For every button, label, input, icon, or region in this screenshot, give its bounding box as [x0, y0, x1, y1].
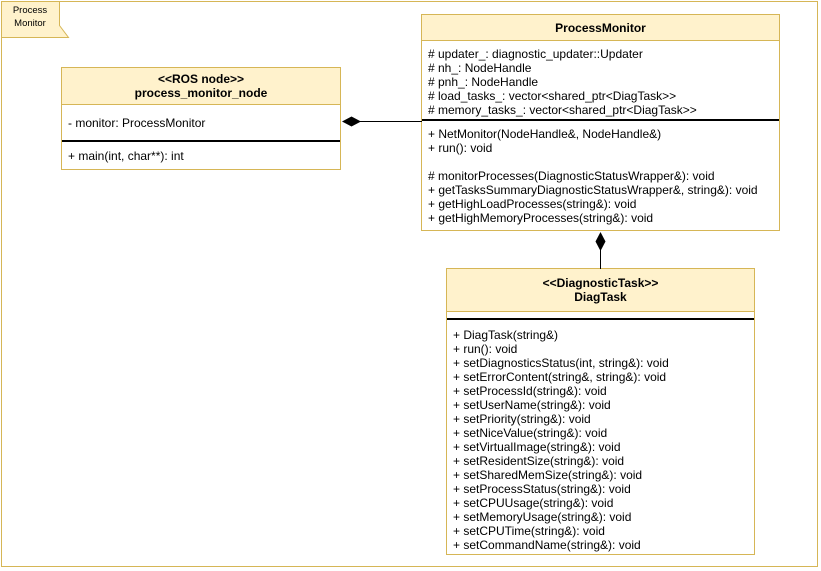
- class-attributes-section-empty: [447, 312, 754, 320]
- uml-attribute: - monitor: ProcessMonitor: [68, 115, 206, 130]
- uml-method: + run(): void: [428, 141, 493, 155]
- uml-method: + setErrorContent(string&, string&): voi…: [453, 370, 667, 384]
- uml-method: + setCPUUsage(string&): void: [453, 496, 614, 510]
- class-attributes-section: - monitor: ProcessMonitor: [62, 105, 340, 142]
- uml-method: + setProcessStatus(string&): void: [453, 482, 631, 496]
- frame-label-tab[interactable]: Process Monitor: [1, 1, 71, 39]
- class-stereotype: <<ROS node>>: [157, 72, 245, 86]
- composition-connector-node-to-processmonitor[interactable]: [341, 112, 422, 132]
- class-stereotype: <<DiagnosticTask>>: [542, 276, 659, 290]
- uml-method: + setResidentSize(string&): void: [453, 454, 625, 468]
- uml-method: + setVirtualImage(string&): void: [453, 440, 621, 454]
- class-header: ProcessMonitor: [422, 15, 779, 41]
- uml-attribute: # load_tasks_: vector<shared_ptr<DiagTas…: [428, 89, 677, 103]
- class-name: DiagTask: [574, 290, 627, 304]
- uml-method: + setNiceValue(string&): void: [453, 426, 608, 440]
- composition-connector-processmonitor-to-diagtask[interactable]: [590, 231, 611, 269]
- class-process-monitor[interactable]: ProcessMonitor # updater_: diagnostic_up…: [421, 14, 780, 231]
- frame-tab-shape: [1, 1, 70, 38]
- class-process-monitor-node[interactable]: <<ROS node>> process_monitor_node - moni…: [61, 67, 341, 170]
- uml-attribute: # nh_: NodeHandle: [428, 61, 532, 75]
- uml-method: + setProcessId(string&): void: [453, 384, 607, 398]
- uml-method: + main(int, char**): int: [68, 148, 184, 163]
- uml-method: # monitorProcesses(DiagnosticStatusWrapp…: [428, 169, 715, 183]
- uml-attribute: # memory_tasks_: vector<shared_ptr<DiagT…: [428, 103, 697, 117]
- uml-method: + setCPUTime(string&): void: [453, 524, 605, 538]
- uml-attribute: # pnh_: NodeHandle: [428, 75, 539, 89]
- uml-method: + setDiagnosticsStatus(int, string&): vo…: [453, 356, 669, 370]
- class-header: <<DiagnosticTask>> DiagTask: [447, 269, 754, 312]
- class-attributes-section: # updater_: diagnostic_updater::Updater …: [422, 41, 779, 121]
- uml-method: + setUserName(string&): void: [453, 398, 611, 412]
- composition-diamond: [342, 116, 361, 127]
- method-group-spacer: [422, 155, 779, 169]
- composition-diamond: [595, 232, 606, 251]
- uml-method: + setCommandName(string&): void: [453, 538, 641, 552]
- uml-attribute: # updater_: diagnostic_updater::Updater: [428, 47, 643, 61]
- uml-method: + run(): void: [453, 342, 518, 356]
- uml-method: + getHighMemoryProcesses(string&): void: [428, 211, 654, 225]
- class-name: ProcessMonitor: [555, 20, 646, 35]
- uml-method: + setPriority(string&): void: [453, 412, 591, 426]
- uml-method: + NetMonitor(NodeHandle&, NodeHandle&): [428, 127, 662, 141]
- class-methods-section: + main(int, char**): int: [62, 142, 340, 169]
- class-methods-section: + NetMonitor(NodeHandle&, NodeHandle&) +…: [422, 121, 779, 230]
- class-header: <<ROS node>> process_monitor_node: [62, 68, 340, 105]
- class-diag-task[interactable]: <<DiagnosticTask>> DiagTask + DiagTask(s…: [446, 268, 755, 555]
- uml-method: + DiagTask(string&): [453, 328, 559, 342]
- frame-label: Process Monitor: [12, 4, 48, 29]
- class-methods-section: + DiagTask(string&) + run(): void + setD…: [447, 320, 754, 554]
- uml-method: + getTasksSummaryDiagnosticStatusWrapper…: [428, 183, 758, 197]
- uml-method: + setMemoryUsage(string&): void: [453, 510, 632, 524]
- class-name: process_monitor_node: [134, 86, 268, 100]
- uml-method: + setSharedMemSize(string&): void: [453, 468, 643, 482]
- uml-method: + getHighLoadProcesses(string&): void: [428, 197, 637, 211]
